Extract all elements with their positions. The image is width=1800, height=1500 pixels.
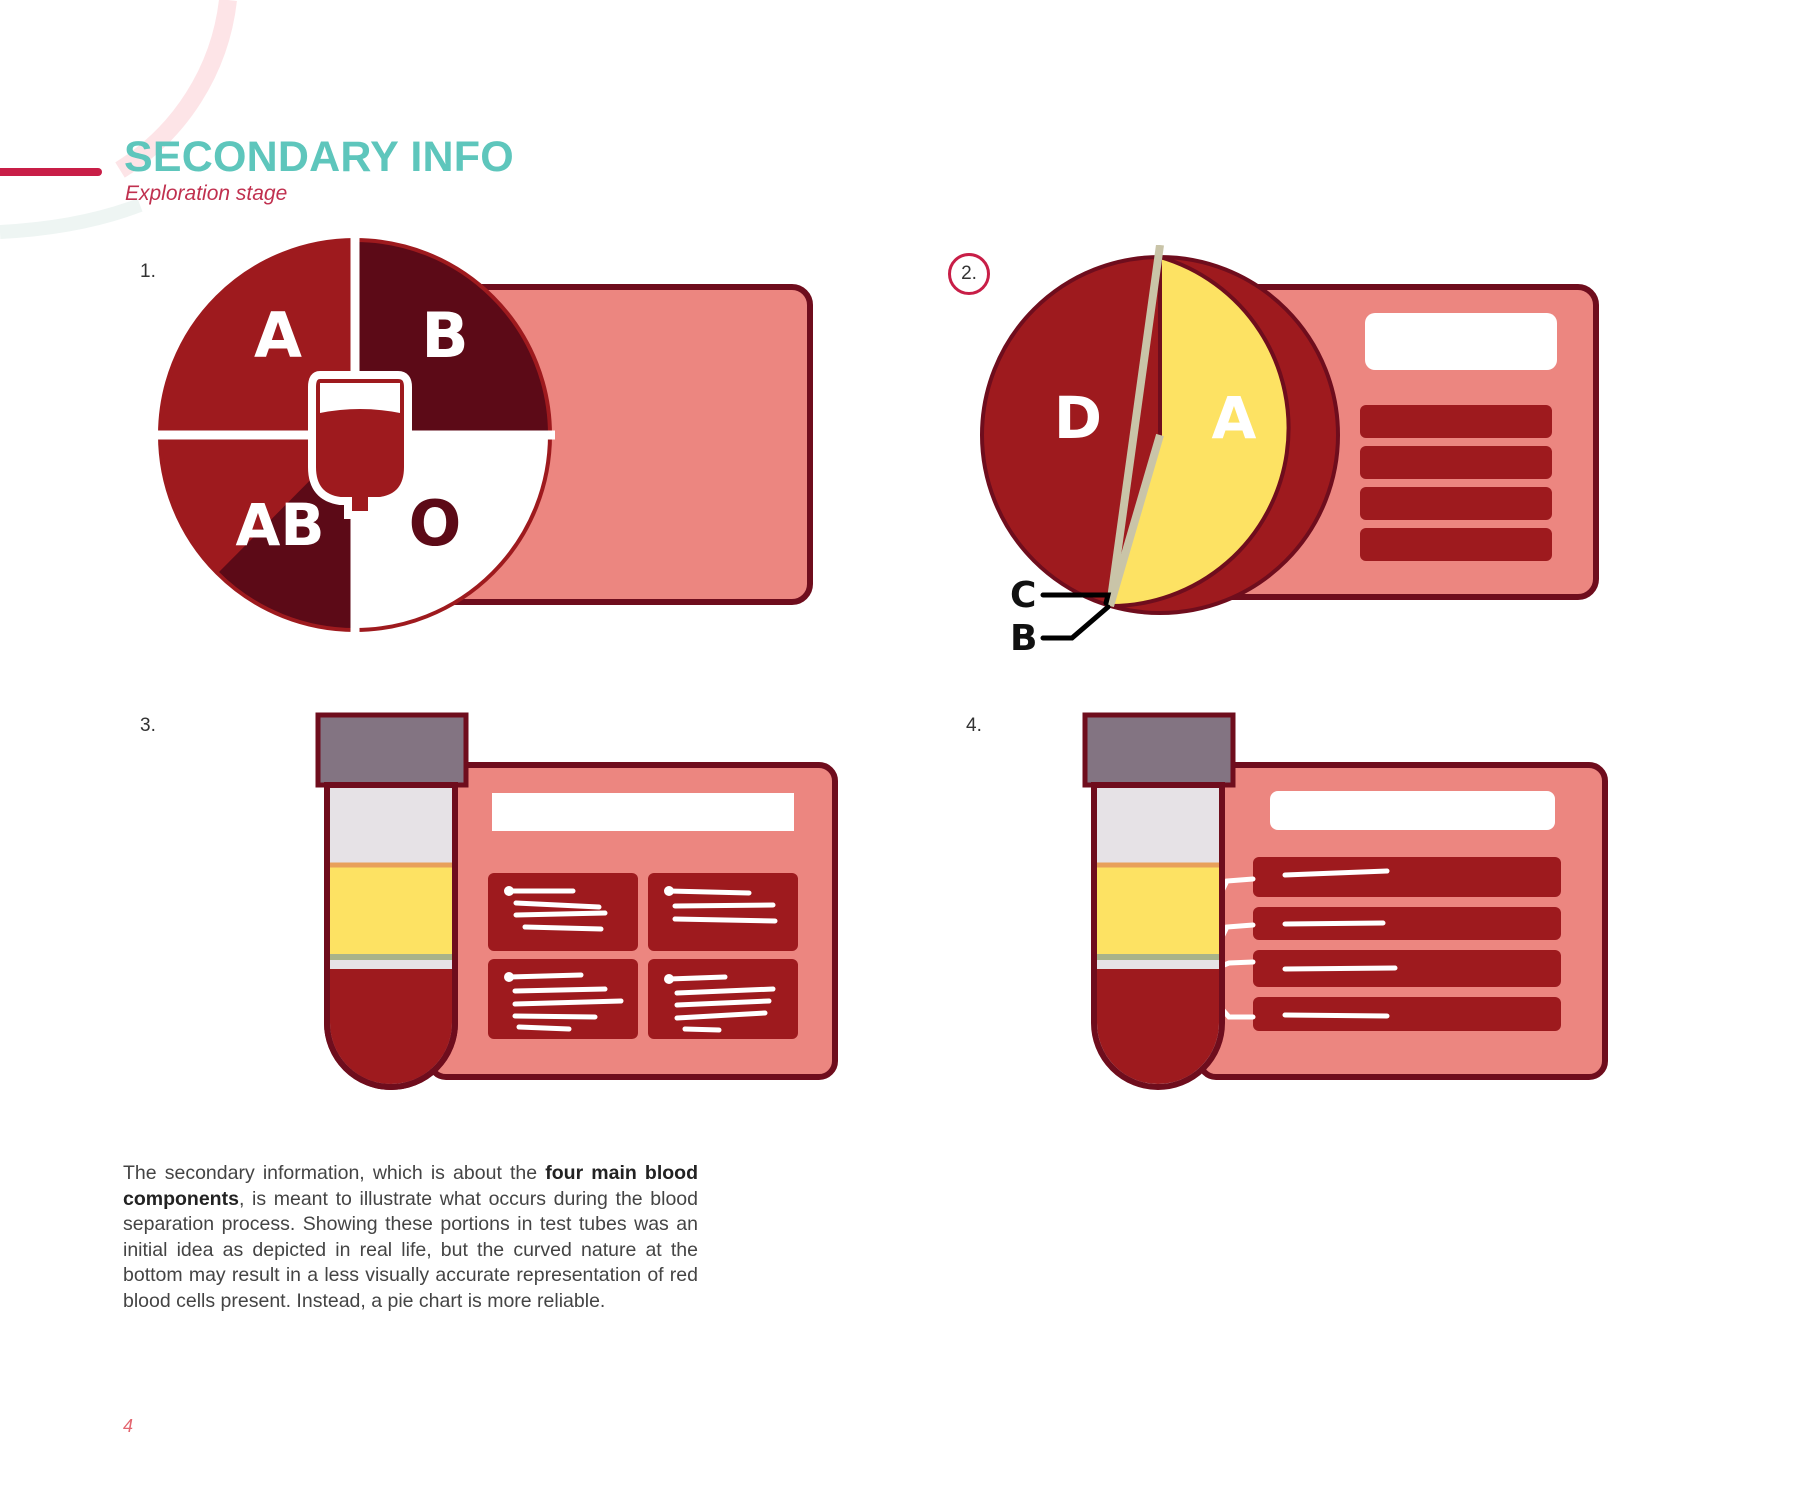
figure-number-2: 2.	[961, 263, 977, 284]
card-row	[1360, 405, 1552, 438]
figure-number-4: 4.	[966, 715, 982, 736]
description-part-1: The secondary information, which is abou…	[123, 1162, 546, 1184]
card-title-bar	[1270, 791, 1555, 830]
label-b: B	[421, 299, 468, 372]
pie-slice-c-b	[1106, 245, 1164, 607]
card-title-bar	[492, 793, 794, 831]
mint-arc-decoration	[0, 198, 143, 239]
card-row	[1360, 446, 1552, 479]
figure-2-illustration: D A C B	[980, 245, 1599, 659]
figure-1-illustration: A B AB O	[155, 235, 813, 635]
figure-4-illustration	[1082, 712, 1608, 1090]
card-rows	[1253, 857, 1561, 1031]
description-part-2: , is meant to illustrate what occurs dur…	[123, 1187, 698, 1312]
label-a: A	[254, 299, 302, 372]
pie-slice-a	[1110, 257, 1289, 607]
blood-component-pie	[980, 245, 1340, 615]
page-number: 4	[123, 1416, 134, 1436]
figure-number-3: 3.	[140, 715, 156, 736]
label-d: D	[1054, 384, 1102, 452]
figure-3-illustration	[315, 712, 838, 1090]
test-tube	[315, 712, 469, 1090]
label-ab: AB	[235, 491, 324, 559]
label-a: A	[1212, 384, 1257, 452]
card-title-bar	[1365, 313, 1557, 370]
label-b: B	[1010, 618, 1037, 659]
pie-thin-slices	[1106, 433, 1164, 608]
blood-bag-icon	[308, 371, 412, 533]
test-tube	[1082, 712, 1236, 1090]
card-row	[1360, 528, 1552, 561]
callout-line-c	[1040, 592, 1112, 606]
card-grid	[488, 873, 798, 1039]
label-o: O	[409, 487, 462, 560]
pie-slice-a	[160, 240, 355, 435]
page-title: SECONDARY INFO	[124, 133, 514, 181]
description-emphasis: four main blood components	[123, 1162, 699, 1210]
figure-number-2-circled: 2.	[948, 253, 990, 295]
figure-number-1: 1.	[140, 261, 156, 282]
callout-line-b	[1040, 604, 1111, 641]
description-paragraph: The secondary information, which is abou…	[123, 1161, 698, 1314]
card-row	[1360, 487, 1552, 520]
label-c: C	[1010, 575, 1036, 616]
page-subtitle: Exploration stage	[125, 182, 288, 205]
